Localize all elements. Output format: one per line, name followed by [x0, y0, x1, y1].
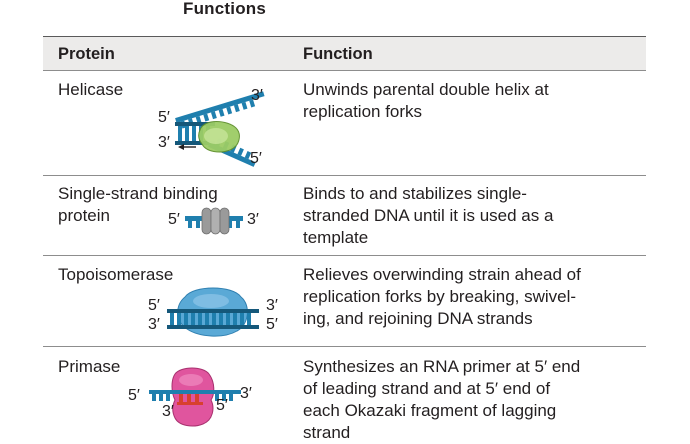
- ssb-protein: [219, 207, 230, 235]
- direction-arrow: [178, 144, 196, 150]
- protein-line: Single-strand binding: [58, 184, 218, 203]
- label-5prime: 5′: [216, 397, 228, 414]
- ssb-diagram: [185, 207, 243, 235]
- table-header: Protein Function: [43, 36, 646, 71]
- header-function: Function: [303, 45, 373, 63]
- ssb-protein: [201, 207, 212, 235]
- label-3prime: 3′: [266, 297, 278, 314]
- row-divider: [43, 346, 646, 347]
- primase-diagram: [149, 367, 241, 427]
- table-title: Functions: [183, 0, 267, 18]
- function-line: replication forks: [303, 102, 423, 121]
- function-line: replication forks by breaking, swivel-: [303, 287, 577, 306]
- function-line: of leading strand and at 5′ end of: [303, 379, 551, 398]
- row-divider: [43, 175, 646, 176]
- label-3prime: 3′: [158, 134, 170, 151]
- label-3prime: 3′: [251, 87, 263, 104]
- label-5prime: 5′: [128, 387, 140, 404]
- function-primase: Synthesizes an RNA primer at 5′ end of l…: [303, 356, 643, 444]
- function-line: ing, and rejoining DNA strands: [303, 309, 533, 328]
- function-line: stranded DNA until it is used as a: [303, 206, 554, 225]
- label-3prime: 3′: [148, 316, 160, 333]
- protein-helicase: Helicase: [58, 80, 124, 99]
- label-3prime: 3′: [247, 211, 259, 228]
- protein-topoisomerase: Topoisomerase: [58, 265, 174, 284]
- label-3prime: 3′: [162, 403, 174, 420]
- function-line: Binds to and stabilizes single-: [303, 184, 527, 203]
- function-line: Relieves overwinding strain ahead of: [303, 265, 581, 284]
- label-5prime: 5′: [158, 109, 170, 126]
- function-line: strand: [303, 423, 351, 442]
- ssb-protein: [210, 207, 221, 235]
- label-5prime: 5′: [148, 297, 160, 314]
- function-ssb: Binds to and stabilizes single- stranded…: [303, 183, 643, 249]
- function-line: each Okazaki fragment of lagging: [303, 401, 557, 420]
- label-3prime: 3′: [240, 385, 252, 402]
- row-divider: [43, 255, 646, 256]
- protein-ssb: Single-strand binding protein: [58, 183, 288, 227]
- protein-primase: Primase: [58, 357, 121, 376]
- function-line: Unwinds parental double helix at: [303, 80, 549, 99]
- label-5prime: 5′: [168, 211, 180, 228]
- label-5prime: 5′: [250, 150, 262, 167]
- function-topoisomerase: Relieves overwinding strain ahead of rep…: [303, 264, 643, 330]
- header-protein: Protein: [58, 45, 115, 63]
- function-helicase: Unwinds parental double helix at replica…: [303, 79, 643, 123]
- topoisomerase-diagram: [167, 287, 259, 337]
- function-line: template: [303, 228, 369, 247]
- label-5prime: 5′: [266, 316, 278, 333]
- helicase-diagram: [175, 91, 265, 167]
- function-line: Synthesizes an RNA primer at 5′ end: [303, 357, 581, 376]
- upper-strand: [175, 91, 265, 129]
- protein-line: protein: [58, 206, 110, 225]
- rna-primer: [177, 394, 203, 405]
